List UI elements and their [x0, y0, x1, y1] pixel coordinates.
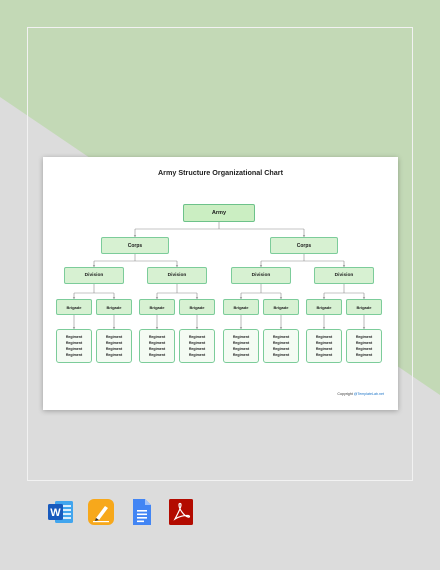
- corps-node: Corps: [270, 237, 338, 254]
- regiment-label: Regiment: [148, 340, 166, 345]
- division-node: Division: [147, 267, 207, 284]
- brigade-node: Brigade: [306, 299, 342, 315]
- regiment-label: Regiment: [65, 340, 83, 345]
- regiment-label: Regiment: [272, 334, 290, 339]
- regiment-label: Regiment: [105, 340, 123, 345]
- connector-arrow: [362, 327, 366, 329]
- connector-arrow: [195, 297, 199, 299]
- regiment-label: Regiment: [355, 340, 373, 345]
- pdf-icon[interactable]: [167, 498, 195, 526]
- regiment-label: Regiment: [105, 334, 123, 339]
- brigade-node: Brigade: [56, 299, 92, 315]
- connector-arrow: [112, 327, 116, 329]
- connector-arrow: [112, 297, 116, 299]
- regiment-label: Regiment: [315, 346, 333, 351]
- regiment-label: Regiment: [232, 340, 250, 345]
- white-frame: [27, 27, 413, 481]
- brigade-node: Brigade: [223, 299, 259, 315]
- chart-title: Army Structure Organizational Chart: [157, 168, 283, 177]
- pages-icon[interactable]: [87, 498, 115, 526]
- regiment-label: Regiment: [105, 352, 123, 357]
- regiment-label: Regiment: [272, 340, 290, 345]
- connector-arrow: [322, 297, 326, 299]
- division-node: Division: [231, 267, 291, 284]
- regiment-label: Regiment: [65, 334, 83, 339]
- connector-lines: [72, 222, 366, 329]
- division-node: Division: [314, 267, 374, 284]
- division-node: Division: [64, 267, 124, 284]
- connector-arrow: [155, 327, 159, 329]
- regiment-label: Regiment: [315, 352, 333, 357]
- connector-arrow: [195, 327, 199, 329]
- regiment-label: Regiment: [355, 352, 373, 357]
- connector-arrow: [175, 265, 179, 267]
- copyright-note: Copyright @TemplateLab.net: [337, 392, 384, 396]
- corps-node: Corps: [101, 237, 169, 254]
- brigade-node: Brigade: [139, 299, 175, 315]
- regiment-label: Regiment: [188, 352, 206, 357]
- connector-arrow: [72, 327, 76, 329]
- brigade-node: Brigade: [179, 299, 215, 315]
- connector-arrow: [239, 327, 243, 329]
- regiment-label: Regiment: [65, 346, 83, 351]
- regiment-label: Regiment: [232, 334, 250, 339]
- regiment-label: Regiment: [232, 346, 250, 351]
- regiment-label: Regiment: [148, 346, 166, 351]
- regiment-label: Regiment: [188, 346, 206, 351]
- connector-arrow: [155, 297, 159, 299]
- regiment-label: Regiment: [148, 334, 166, 339]
- regiment-label: Regiment: [188, 340, 206, 345]
- connector-arrow: [92, 265, 96, 267]
- file-format-icons: W: [47, 498, 195, 526]
- regiment-label: Regiment: [272, 352, 290, 357]
- brigade-node: Brigade: [263, 299, 299, 315]
- connector-arrow: [322, 327, 326, 329]
- regiment-label: Regiment: [315, 334, 333, 339]
- connector-arrow: [133, 235, 137, 237]
- regiment-label: Regiment: [315, 340, 333, 345]
- connector-arrow: [239, 297, 243, 299]
- svg-text:W: W: [50, 507, 61, 519]
- word-icon[interactable]: W: [47, 498, 75, 526]
- google-docs-icon[interactable]: [127, 498, 155, 526]
- chart-sheet: Army Structure Organizational Chart Army…: [43, 157, 398, 410]
- regiment-label: Regiment: [188, 334, 206, 339]
- connector-arrow: [279, 297, 283, 299]
- connector-arrow: [362, 297, 366, 299]
- brigade-node: Brigade: [96, 299, 132, 315]
- regiment-label: Regiment: [65, 352, 83, 357]
- connector-arrow: [302, 235, 306, 237]
- brigade-node: Brigade: [346, 299, 382, 315]
- connector-arrow: [342, 265, 346, 267]
- copyright-link[interactable]: @TemplateLab.net: [353, 392, 384, 396]
- regiment-label: Regiment: [272, 346, 290, 351]
- regiment-label: Regiment: [355, 334, 373, 339]
- connector-arrow: [259, 265, 263, 267]
- regiment-label: Regiment: [105, 346, 123, 351]
- connector-arrow: [72, 297, 76, 299]
- regiment-label: Regiment: [148, 352, 166, 357]
- regiment-label: Regiment: [355, 346, 373, 351]
- copyright-text: Copyright: [337, 392, 353, 396]
- regiment-label: Regiment: [232, 352, 250, 357]
- connector-arrow: [279, 327, 283, 329]
- army-node: Army: [183, 204, 255, 222]
